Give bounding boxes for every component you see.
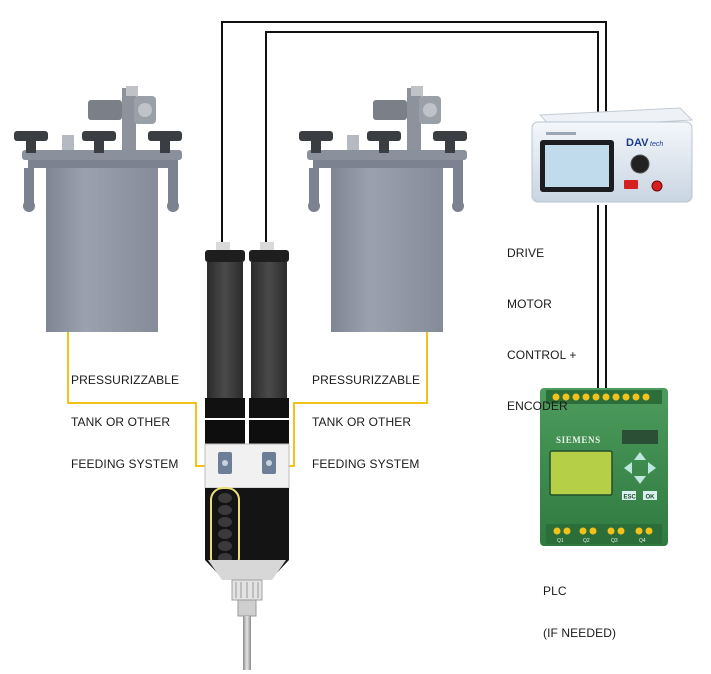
- drive-label-line-2: MOTOR: [507, 297, 552, 311]
- right-tank: [299, 86, 467, 332]
- drive-controller: DAV tech: [531, 107, 694, 203]
- feed-line-left: [67, 332, 212, 467]
- plc-brand: SIEMENS: [556, 435, 601, 445]
- plc-label-line-2: (IF NEEDED): [543, 626, 617, 640]
- cable-left-pump: [221, 21, 607, 245]
- plc-esc-key: ESC: [624, 495, 637, 501]
- tank-left-label-line-2: TANK OR OTHER: [71, 415, 171, 429]
- plc-output-q2: Q2: [583, 538, 590, 544]
- tank-left-label-line-1: PRESSURIZZABLE: [71, 373, 180, 387]
- tank-left-label: PRESSURIZZABLE TANK OR OTHER FEEDING SYS…: [71, 345, 179, 485]
- controller-red-button: [624, 180, 638, 189]
- plc-ok-key: OK: [646, 495, 656, 501]
- drive-label-line-4: ENCODER: [507, 399, 568, 413]
- plc-label: PLC (IF NEEDED): [543, 556, 616, 654]
- tank-left-label-line-3: FEEDING SYSTEM: [71, 457, 179, 471]
- tank-right-label-line-1: PRESSURIZZABLE: [312, 373, 421, 387]
- controller-brand: DAV: [626, 137, 649, 149]
- controller-brand-suffix: tech: [650, 141, 663, 148]
- tank-right-label: PRESSURIZZABLE TANK OR OTHER FEEDING SYS…: [312, 345, 420, 485]
- controller-knob: [630, 154, 650, 174]
- dosing-pump: [204, 242, 290, 670]
- signal-cables: [221, 21, 607, 390]
- left-tank: [14, 86, 182, 332]
- drive-label: DRIVE MOTOR CONTROL + ENCODER: [507, 211, 576, 432]
- cable-right-pump: [265, 31, 599, 245]
- controller-red-knob: [651, 180, 663, 192]
- plc-output-q4: Q4: [639, 538, 646, 544]
- plc-unit: SIEMENS ESC OK Q1 Q2 Q3 Q4: [540, 388, 668, 546]
- drive-label-line-1: DRIVE: [507, 246, 545, 260]
- tank-right-label-line-3: FEEDING SYSTEM: [312, 457, 420, 471]
- drive-label-line-3: CONTROL +: [507, 348, 577, 362]
- plc-output-q3: Q3: [611, 538, 618, 544]
- tank-right-label-line-2: TANK OR OTHER: [312, 415, 412, 429]
- plc-label-line-1: PLC: [543, 584, 567, 598]
- plc-output-q1: Q1: [557, 538, 564, 544]
